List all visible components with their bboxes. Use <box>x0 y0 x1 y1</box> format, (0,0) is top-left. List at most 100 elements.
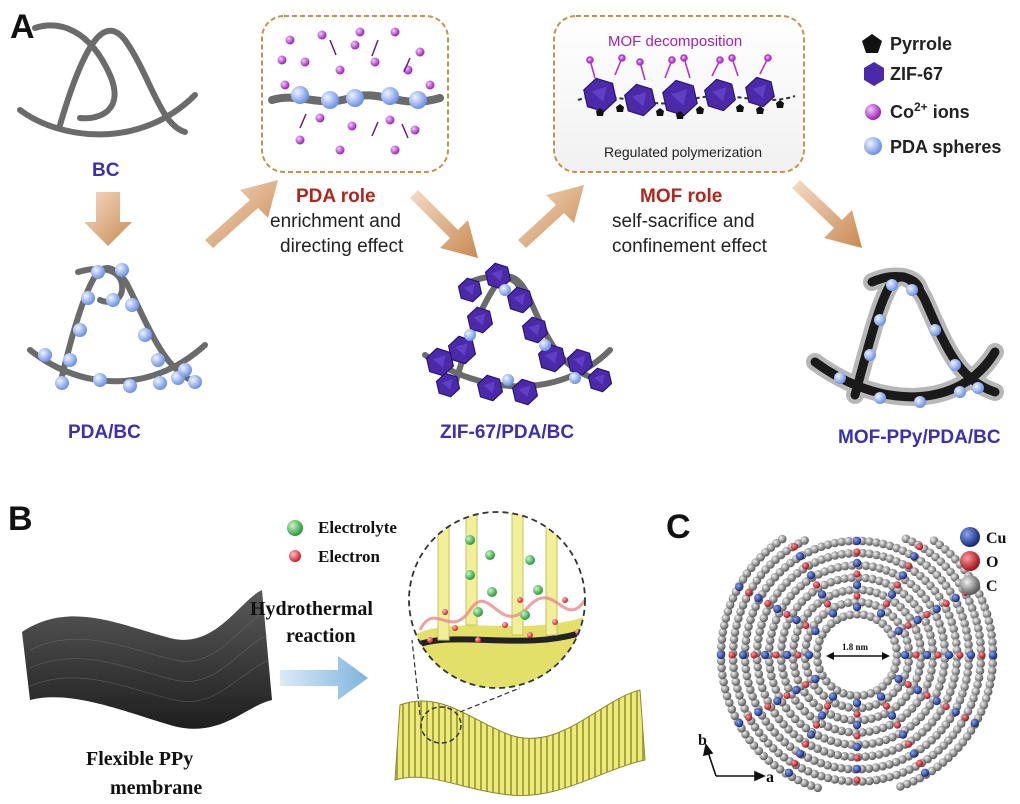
copper-atom <box>988 650 998 660</box>
oxygen-atom <box>915 759 924 767</box>
oxygen-atom <box>934 651 942 659</box>
carbon-atom <box>718 628 728 637</box>
carbon-atom <box>823 540 833 549</box>
copper-atom <box>898 730 908 739</box>
carbon-atom <box>892 643 901 653</box>
co-ion <box>668 56 676 64</box>
carbon-atom <box>887 630 896 639</box>
legend-cu: Cu <box>986 530 1007 547</box>
axis-b-label: b <box>698 732 707 749</box>
hydrothermal-arrow <box>280 656 368 700</box>
carbon-atom <box>977 596 987 605</box>
pda-role-illustration <box>268 27 444 155</box>
carbon-atom <box>950 674 959 683</box>
pda-role-line2: directing effect <box>280 236 404 257</box>
carbon-atom <box>746 685 755 694</box>
oxygen-atom <box>728 651 736 659</box>
carbon-atom <box>902 779 912 789</box>
carbon-atom <box>868 562 878 571</box>
carbon-atom <box>927 638 937 647</box>
zif67-crystal-facet <box>455 343 468 356</box>
carbon-atom <box>833 575 842 585</box>
carbon-atom <box>729 642 738 651</box>
co-ion <box>370 57 380 67</box>
carbon-atom <box>868 739 877 748</box>
zif67-crystal-facet <box>513 293 526 306</box>
copper-atom <box>944 650 954 660</box>
oxygen-atom <box>853 776 861 784</box>
carbon-atom <box>826 736 836 745</box>
carbon-atom <box>871 700 881 709</box>
legend-c: C <box>986 578 998 595</box>
copper-atom <box>894 674 903 684</box>
carbon-atom <box>962 675 971 685</box>
carbon-atom <box>840 561 850 571</box>
carbon-atom <box>751 698 760 708</box>
carbon-atom <box>817 555 826 564</box>
carbon-atom <box>986 673 996 682</box>
carbon-atom <box>881 579 891 588</box>
co-ion <box>280 80 290 90</box>
pyrrole-unit <box>676 111 684 119</box>
carbon-atom <box>861 752 870 761</box>
carbon-atom <box>878 761 887 771</box>
carbon-atom <box>973 680 982 689</box>
carbon-atom <box>874 750 884 759</box>
carbon-atom <box>980 603 989 612</box>
carbon-atom <box>847 573 856 582</box>
pda-sphere <box>874 392 886 404</box>
carbon-atom <box>983 687 993 696</box>
carbon-atom <box>885 554 895 563</box>
pda-sphere <box>81 291 95 305</box>
carbon-atom <box>837 549 847 559</box>
oxygen-atom <box>882 702 891 710</box>
carbon-atom <box>837 600 846 609</box>
pda-sphere <box>464 329 476 341</box>
co-ion <box>277 55 287 65</box>
carbon-atom <box>924 624 933 633</box>
carbon-atom <box>833 750 842 760</box>
pda-sphere <box>381 87 399 105</box>
bc-fiber-drawing <box>17 22 198 138</box>
carbon-atom <box>789 640 798 650</box>
carbon-atom <box>912 674 921 683</box>
pda-sphere <box>153 376 167 390</box>
electrolyte-particle <box>533 585 543 595</box>
electrolyte-particle <box>487 587 497 597</box>
oxygen-atom <box>904 621 912 630</box>
co-ion <box>347 121 357 131</box>
oxygen-atom <box>812 721 821 729</box>
carbon-atom <box>777 534 787 544</box>
mof-ppy-drawing <box>806 267 1004 408</box>
copper-atom <box>806 730 816 739</box>
carbon-atom <box>815 664 824 674</box>
axes-indicator <box>702 743 766 782</box>
carbon-atom <box>944 611 954 620</box>
oxygen-atom <box>923 610 931 619</box>
electron-particle <box>442 609 448 615</box>
oxygen-atom <box>783 610 791 619</box>
oxygen-atom <box>853 754 861 762</box>
pda-sphere <box>73 323 87 337</box>
carbon-atom <box>837 701 847 710</box>
carbon-atom <box>829 762 839 772</box>
carbon-atom <box>864 702 874 711</box>
carbon-atom <box>830 551 840 560</box>
carbon-atom <box>867 751 877 761</box>
zif67-crystal-facet <box>433 355 446 368</box>
carbon-atom <box>904 657 913 667</box>
carbon-atom <box>937 626 946 635</box>
zif67-icon <box>864 62 884 86</box>
copper-atom <box>852 580 862 590</box>
legend-zif67: ZIF-67 <box>890 64 943 84</box>
pda-sphere-icon <box>864 137 882 155</box>
carbon-atom <box>872 550 881 560</box>
copper-atom <box>760 650 770 660</box>
carbon-atom <box>760 690 770 699</box>
carbon-atom <box>836 763 846 773</box>
carbon-atom <box>872 538 881 547</box>
copper-atom <box>754 707 763 717</box>
carbon-atom <box>890 664 899 674</box>
pyrrole-unit <box>736 104 744 112</box>
oxygen-atom <box>790 759 799 767</box>
